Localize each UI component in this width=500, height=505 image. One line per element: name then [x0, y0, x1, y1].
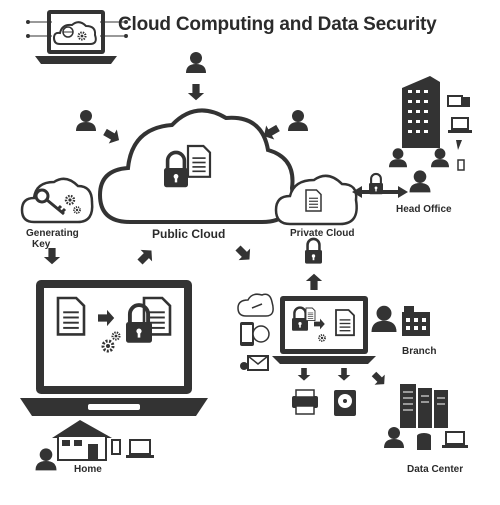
lock-icon-link [367, 172, 385, 196]
arrow-down-drive-icon [337, 368, 351, 381]
cloud-network-icon [237, 293, 274, 317]
lock-icon-private [303, 237, 324, 265]
home-laptop-icon [20, 280, 208, 416]
home-label: Home [74, 464, 102, 475]
arrow-in-left-icon [100, 124, 124, 148]
arrow-key-down-icon [43, 248, 61, 265]
key-cloud-icon [20, 177, 94, 224]
page-title: Cloud Computing and Data Security [118, 14, 437, 35]
arrow-down-icon [187, 84, 205, 101]
branch-label: Branch [402, 346, 437, 357]
head-office-icon [389, 76, 472, 193]
home-icon [35, 420, 154, 471]
top-laptop-icon [26, 10, 128, 64]
private-cloud-label: Private Cloud [290, 228, 355, 239]
phone-icon [240, 322, 270, 346]
public-cloud-icon [97, 108, 295, 224]
head-office-label: Head Office [396, 204, 452, 215]
generating-key-label-line1: Generating [26, 228, 79, 239]
arrow-down-right-icon [232, 242, 256, 266]
public-cloud-label: Public Cloud [152, 227, 226, 241]
generating-key-label-line2: Key [32, 239, 51, 250]
printer-icon [292, 389, 318, 415]
email-icon [240, 355, 269, 371]
private-cloud-icon [274, 174, 358, 226]
branch-icon [371, 305, 430, 336]
branch-laptop-icon [272, 296, 376, 364]
data-center-label: Data Center [407, 464, 464, 475]
arrow-down-datacenter-icon [368, 368, 390, 390]
arrow-up-icon [305, 273, 323, 290]
arrow-down-printer-icon [297, 368, 311, 381]
user-icon-top [186, 52, 206, 73]
user-icon-left [76, 110, 96, 131]
hard-drive-icon [334, 390, 356, 416]
data-center-icon [384, 384, 468, 450]
arrow-up-right-icon [134, 244, 158, 268]
user-icon-right [288, 110, 308, 131]
